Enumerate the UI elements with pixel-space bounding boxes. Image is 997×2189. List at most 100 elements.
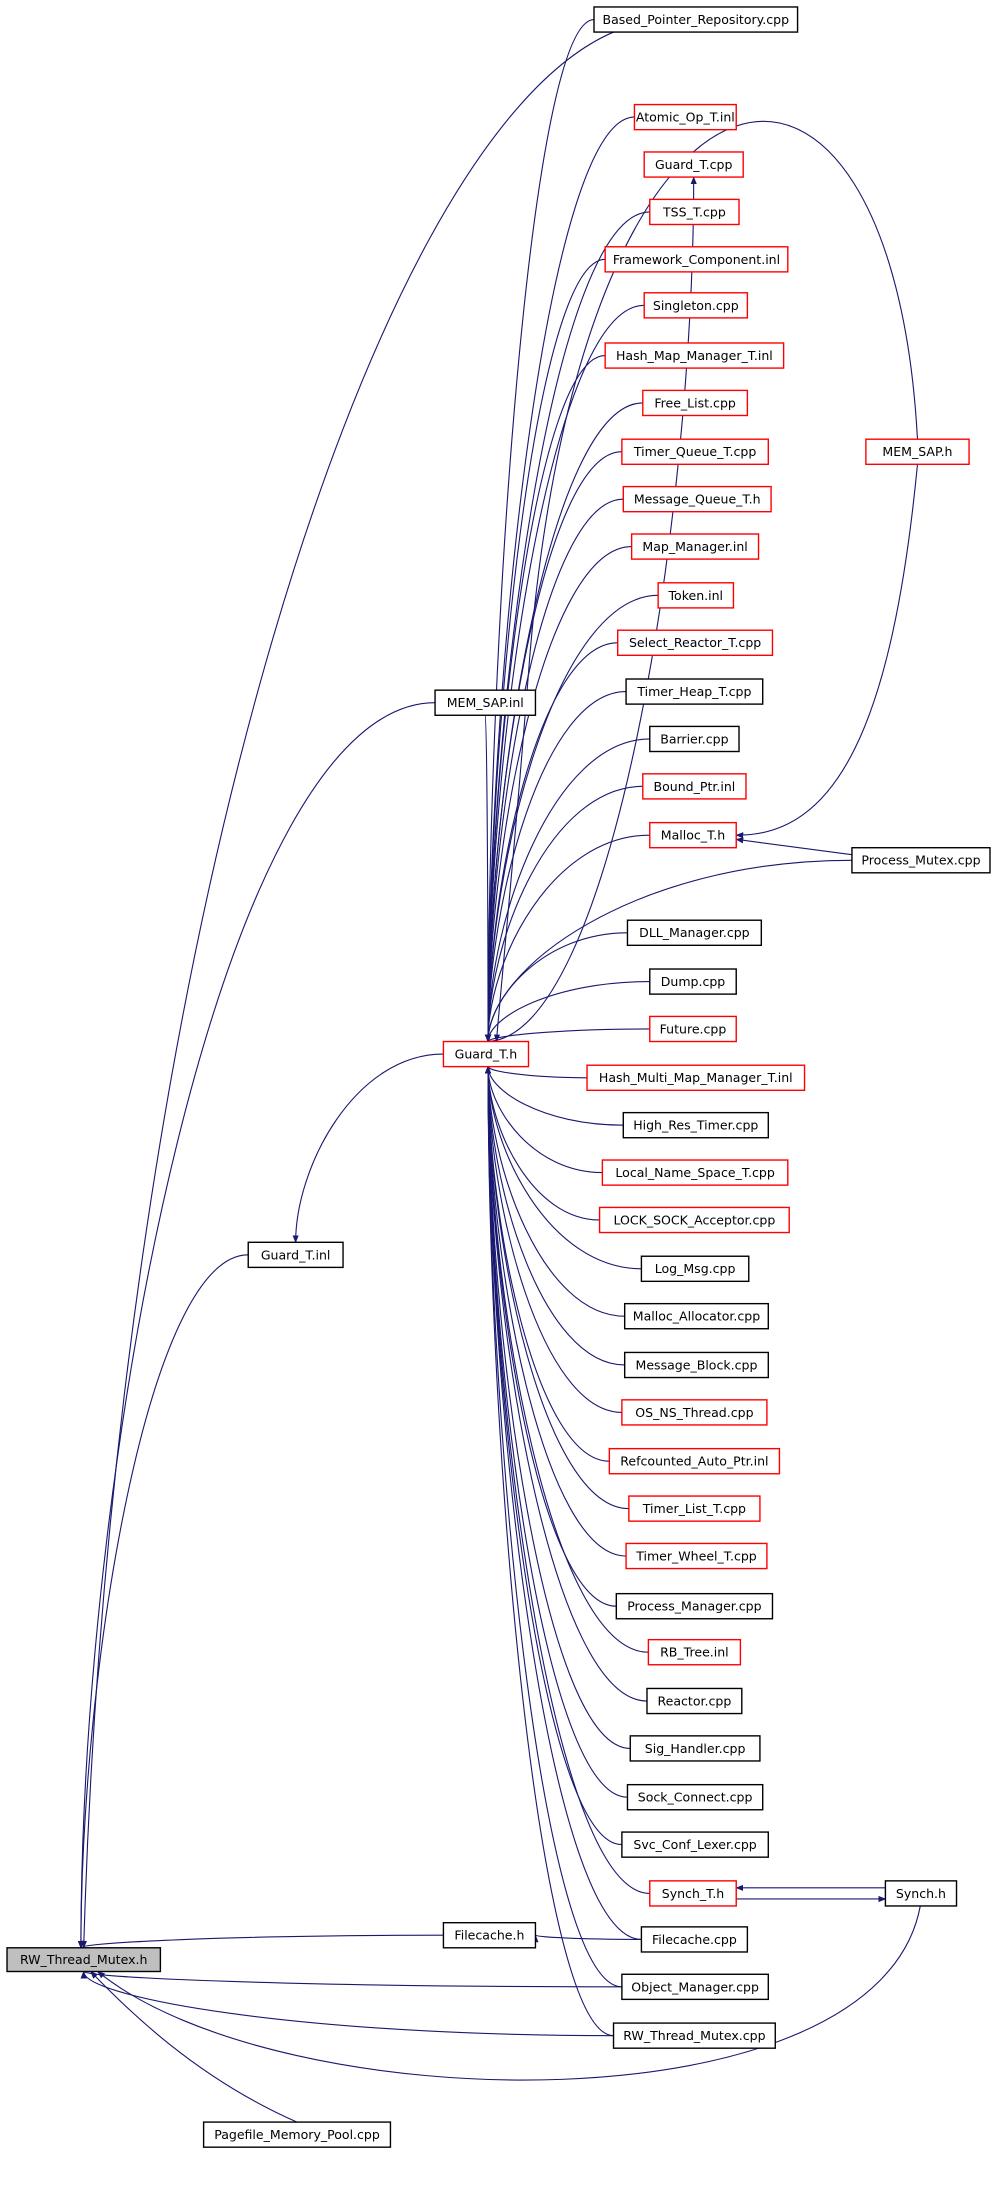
node-label: Sig_Handler.cpp (645, 1741, 746, 1756)
edge-future-to-guard_h (485, 1028, 650, 1043)
file-node[interactable]: Timer_Heap_T.cpp (625, 678, 764, 705)
file-node[interactable]: Bound_Ptr.inl (642, 773, 747, 800)
edge-memsap_inl-to-guard_h (484, 714, 492, 1043)
node-box (657, 582, 735, 609)
file-node[interactable]: Atomic_Op_T.inl (633, 103, 737, 131)
edge-pagefile-to-rw_h (90, 1970, 298, 2123)
edge-filecache_cpp-to-guard_h (484, 1065, 642, 1940)
node-label: Guard_T.cpp (655, 157, 732, 172)
node-label: Filecache.cpp (652, 1932, 737, 1947)
edge-reactor-to-guard_h (484, 1065, 647, 1702)
node-box (612, 2022, 776, 2049)
file-node[interactable]: Svc_Conf_Lexer.cpp (621, 1831, 769, 1858)
node-box (621, 1831, 769, 1858)
node-box (640, 1255, 750, 1283)
edge-procmutex-to-guard_h (484, 859, 852, 1043)
node-box (647, 1638, 742, 1666)
edge-based-to-guard_h (484, 18, 595, 1043)
edge-rw_cpp-to-guard_h (484, 1065, 614, 2037)
file-node[interactable]: Hash_Multi_Map_Manager_T.inl (586, 1064, 806, 1092)
file-node[interactable]: Malloc_Allocator.cpp (623, 1302, 769, 1330)
edge-filecache_cpp-to-filecache_h (532, 1934, 642, 1943)
node-label: OS_NS_Thread.cpp (635, 1405, 753, 1420)
edge-timerlist-to-guard_h (484, 1065, 629, 1510)
file-node[interactable]: Free_List.cpp (642, 389, 749, 417)
node-box (633, 103, 737, 131)
file-node[interactable]: RW_Thread_Mutex.cpp (612, 2022, 776, 2049)
node-box (621, 1399, 768, 1426)
file-node[interactable]: Based_Pointer_Repository.cpp (593, 6, 799, 33)
node-label: Pagefile_Memory_Pool.cpp (214, 2127, 380, 2142)
file-node[interactable]: Future.cpp (649, 1015, 737, 1043)
file-node[interactable]: Pagefile_Memory_Pool.cpp (202, 2121, 392, 2148)
file-node[interactable]: MEM_SAP.inl (434, 689, 537, 716)
file-node[interactable]: Object_Manager.cpp (621, 1973, 769, 2001)
file-node[interactable]: Sock_Connect.cpp (626, 1783, 764, 1811)
file-node[interactable]: TSS_T.cpp (649, 198, 740, 226)
file-node[interactable]: Filecache.cpp (640, 1926, 749, 1953)
file-node[interactable]: OS_NS_Thread.cpp (621, 1399, 768, 1426)
file-node[interactable]: Reactor.cpp (646, 1687, 743, 1715)
file-node[interactable]: RB_Tree.inl (647, 1638, 742, 1666)
node-box (649, 821, 737, 849)
file-node[interactable]: Guard_T.cpp (643, 151, 744, 178)
node-box (649, 1880, 737, 1907)
node-label: Timer_Queue_T.cpp (633, 444, 757, 459)
node-label: Reactor.cpp (657, 1693, 731, 1708)
node-label: Guard_T.inl (261, 1247, 331, 1262)
file-node[interactable]: Message_Queue_T.h (622, 485, 772, 513)
node-label: Guard_T.h (455, 1047, 518, 1062)
edge-token-to-guard_h (484, 594, 659, 1043)
node-box (6, 1947, 162, 1973)
file-node[interactable]: Sig_Handler.cpp (629, 1735, 761, 1762)
file-node[interactable]: Refcounted_Auto_Ptr.inl (608, 1447, 781, 1475)
file-node[interactable]: Local_Name_Space_T.cpp (601, 1159, 789, 1186)
node-box (604, 246, 789, 273)
node-box (630, 533, 760, 560)
file-node[interactable]: Process_Mutex.cpp (851, 847, 991, 874)
edge-synch_t-to-guard_h (484, 1065, 650, 1894)
node-box (642, 389, 749, 417)
file-node[interactable]: Dump.cpp (649, 968, 737, 995)
node-label: Malloc_Allocator.cpp (633, 1309, 760, 1324)
file-node[interactable]: Process_Manager.cpp (615, 1592, 774, 1620)
file-node[interactable]: DLL_Manager.cpp (626, 919, 763, 947)
file-node[interactable]: Guard_T.h (442, 1040, 530, 1068)
file-node[interactable]: Hash_Map_Manager_T.inl (604, 342, 785, 369)
edges-layer (77, 18, 921, 2123)
edge-boundptr-to-guard_h (484, 785, 643, 1043)
file-node[interactable]: LOCK_SOCK_Acceptor.cpp (598, 1206, 790, 1234)
file-node[interactable]: Framework_Component.inl (604, 246, 789, 273)
file-node[interactable]: Log_Msg.cpp (640, 1255, 750, 1283)
file-node[interactable]: Token.inl (657, 582, 735, 609)
edge-osns-to-guard_h (484, 1065, 622, 1413)
file-node[interactable]: Barrier.cpp (649, 725, 740, 753)
node-box (626, 919, 763, 947)
file-node[interactable]: MEM_SAP.h (865, 438, 970, 465)
file-node[interactable]: Timer_Queue_T.cpp (621, 438, 769, 465)
file-node[interactable]: Message_Block.cpp (623, 1351, 769, 1379)
node-label: Free_List.cpp (654, 395, 736, 410)
file-node[interactable]: Select_Reactor_T.cpp (617, 629, 774, 657)
file-node[interactable]: High_Res_Timer.cpp (622, 1111, 769, 1139)
file-node[interactable]: Timer_List_T.cpp (628, 1495, 761, 1522)
file-node[interactable]: Guard_T.inl (247, 1241, 344, 1269)
node-label: Token.inl (668, 588, 724, 603)
nodes-layer: RW_Thread_Mutex.hBased_Pointer_Repositor… (6, 6, 991, 2148)
node-label: TSS_T.cpp (662, 204, 726, 219)
node-box (608, 1447, 781, 1475)
file-node[interactable]: Map_Manager.inl (630, 533, 760, 560)
file-node[interactable]: Malloc_T.h (649, 821, 737, 849)
edge-localname-to-guard_h (484, 1065, 603, 1174)
node-label: MEM_SAP.h (882, 444, 952, 459)
edge-guard_h-to-guard_cpp (485, 176, 697, 1043)
file-node[interactable]: Filecache.h (442, 1921, 537, 1949)
node-box (643, 292, 749, 319)
file-node[interactable]: Synch_T.h (649, 1880, 737, 1907)
node-label: Object_Manager.cpp (631, 1979, 759, 1994)
file-node[interactable]: Synch.h (884, 1880, 958, 1907)
edge-guard_h-to-guard_inl (292, 1053, 444, 1244)
file-node[interactable]: Singleton.cpp (643, 292, 749, 319)
file-node[interactable]: Timer_Wheel_T.cpp (625, 1542, 768, 1570)
edge-highres-to-guard_h (484, 1065, 624, 1126)
